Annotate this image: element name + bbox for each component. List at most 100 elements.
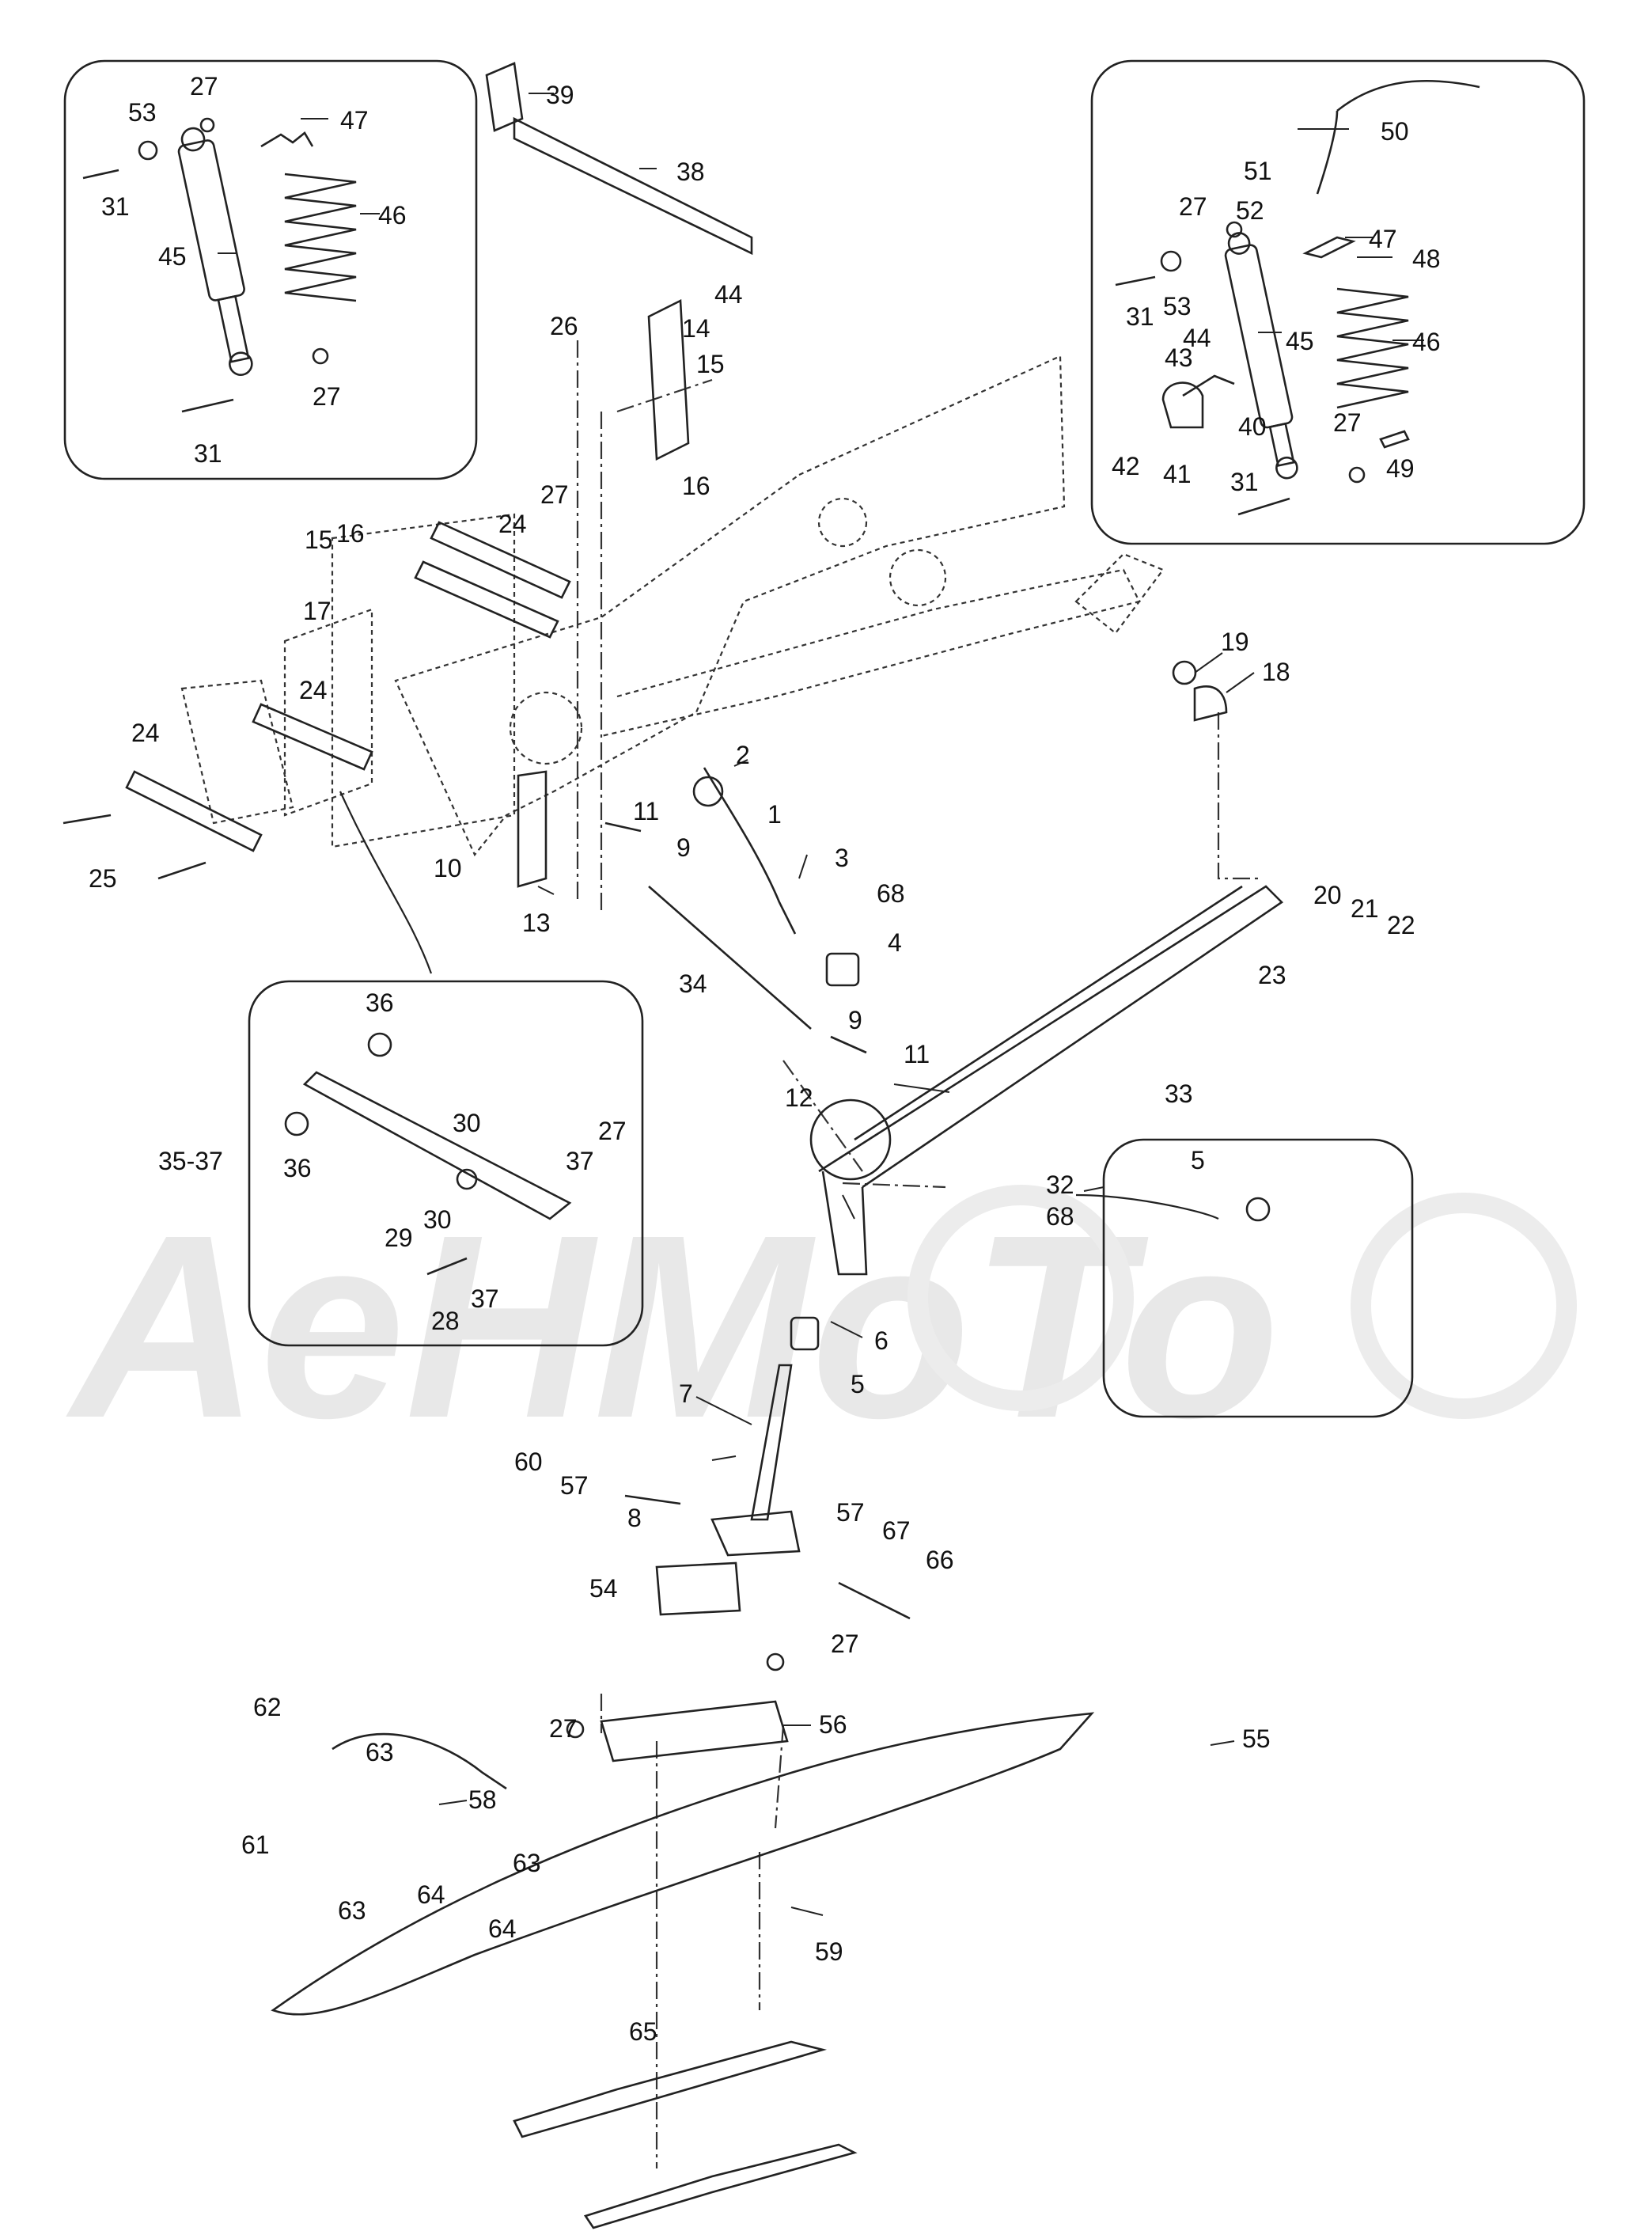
spring-seat-right (1302, 236, 1356, 259)
callout-37-bottom: 37 (471, 1284, 499, 1313)
callout-27-linkage: 27 (598, 1117, 627, 1145)
bushing-53-left (138, 140, 158, 161)
callout-56: 56 (819, 1710, 847, 1739)
nut-27-top-right (1226, 221, 1243, 238)
callout-24-left: 24 (131, 719, 160, 747)
callout-30-upper: 30 (453, 1109, 481, 1137)
callout-61: 61 (241, 1831, 270, 1859)
callout-63-bottom: 63 (338, 1896, 366, 1925)
bolt-31-top-left (82, 169, 119, 180)
callout-16-right: 16 (682, 472, 710, 500)
callout-43: 43 (1165, 343, 1193, 372)
hose-fitting (1316, 110, 1339, 195)
callout-40: 40 (1238, 412, 1267, 441)
callout-49: 49 (1386, 454, 1415, 483)
callout-48: 48 (1412, 245, 1441, 273)
callout-51: 51 (1244, 157, 1272, 185)
callout-47-right: 47 (1369, 225, 1397, 253)
callout-24-top: 24 (498, 510, 527, 538)
watermark: AeHMoTo (63, 1180, 1577, 1472)
callout-24-middle: 24 (299, 676, 328, 704)
callouts: 1 2 3 4 5 5 6 7 8 9 9 10 11 11 12 13 14 … (89, 72, 1441, 2046)
callout-19: 19 (1221, 628, 1249, 656)
callout-63-top: 63 (366, 1738, 394, 1766)
chassis-outline (180, 355, 1165, 857)
callout-50: 50 (1381, 117, 1409, 146)
ski-assembly (271, 1652, 1095, 2229)
callout-5-detail: 5 (1191, 1146, 1205, 1174)
link-arm-35 (302, 1071, 572, 1220)
callout-31-inset-left-bottom: 31 (194, 439, 222, 468)
bolt-31-bottom-right (1237, 497, 1290, 516)
callout-46-right: 46 (1412, 328, 1441, 356)
callout-44-inset: 44 (1183, 324, 1211, 352)
callout-31-inset-right-bottom: 31 (1230, 468, 1259, 496)
callout-64-right: 64 (488, 1914, 517, 1943)
callout-45-right: 45 (1286, 327, 1314, 355)
callout-44-upper: 44 (714, 280, 743, 309)
callout-54: 54 (589, 1574, 618, 1603)
callout-27-ski-top: 27 (831, 1630, 859, 1658)
callout-57-right: 57 (836, 1498, 865, 1527)
callout-47-left: 47 (340, 106, 369, 135)
cross-member-38 (513, 116, 753, 256)
bushing-5-detail (1245, 1197, 1271, 1222)
right-shock (1115, 79, 1480, 516)
bushing-8 (624, 1494, 681, 1505)
callout-2: 2 (736, 741, 750, 769)
callout-15-left: 15 (305, 525, 333, 554)
callout-34: 34 (679, 969, 707, 998)
leader-lines (218, 93, 1424, 1916)
ski-plate-56 (600, 1700, 789, 1762)
callout-10: 10 (434, 854, 462, 882)
spindle-7 (750, 1364, 793, 1521)
washer-19 (1172, 660, 1197, 685)
callout-46-left: 46 (378, 201, 407, 230)
rubber-block-54 (655, 1561, 741, 1616)
carbide-59-a (513, 2040, 827, 2138)
carbide-59-b (583, 2143, 858, 2229)
callout-55: 55 (1242, 1724, 1271, 1753)
callout-68-lower: 68 (1046, 1202, 1074, 1231)
shock-absorber-left (177, 127, 253, 377)
bushing-53-right (1160, 250, 1182, 272)
spring-right (1336, 287, 1409, 409)
callout-45-left: 45 (158, 242, 187, 271)
shock-absorber-right (1224, 232, 1298, 480)
spring-left (284, 173, 357, 302)
callout-27-inset-left-bottom: 27 (313, 382, 341, 411)
callout-27-ski-left: 27 (549, 1714, 578, 1743)
callout-13: 13 (522, 909, 551, 937)
nut-27-top-left (199, 117, 215, 133)
callout-63-right: 63 (513, 1849, 541, 1877)
watermark-text: AeHMoTo (63, 1180, 1280, 1472)
left-shock (82, 117, 357, 413)
shock-inset-left (63, 59, 478, 480)
callout-26: 26 (550, 312, 578, 340)
tie-rod-34 (648, 886, 812, 1030)
callout-60: 60 (514, 1447, 543, 1476)
bracket-41 (1161, 381, 1204, 429)
callout-32: 32 (1046, 1171, 1074, 1199)
callout-41: 41 (1163, 460, 1192, 488)
clip-49 (1379, 430, 1410, 449)
callout-33: 33 (1165, 1079, 1193, 1108)
callout-4: 4 (888, 928, 902, 957)
callout-16-left: 16 (336, 519, 365, 548)
callout-21: 21 (1351, 894, 1379, 923)
callout-9-upper: 9 (676, 833, 691, 862)
callout-11-lower: 11 (904, 1040, 930, 1068)
spring-seat-left (260, 131, 314, 148)
link-plates (63, 521, 571, 880)
callout-37-right: 37 (566, 1147, 594, 1175)
spindle-foot (710, 1510, 801, 1557)
callout-18: 18 (1262, 658, 1290, 686)
callout-53-left: 53 (128, 98, 157, 127)
nut-30 (456, 1168, 478, 1190)
callout-27-plates: 27 (540, 480, 569, 509)
callout-35-37: 35-37 (158, 1147, 223, 1175)
callout-38: 38 (676, 157, 705, 186)
callout-14: 14 (682, 314, 710, 343)
callout-52: 52 (1236, 196, 1264, 225)
